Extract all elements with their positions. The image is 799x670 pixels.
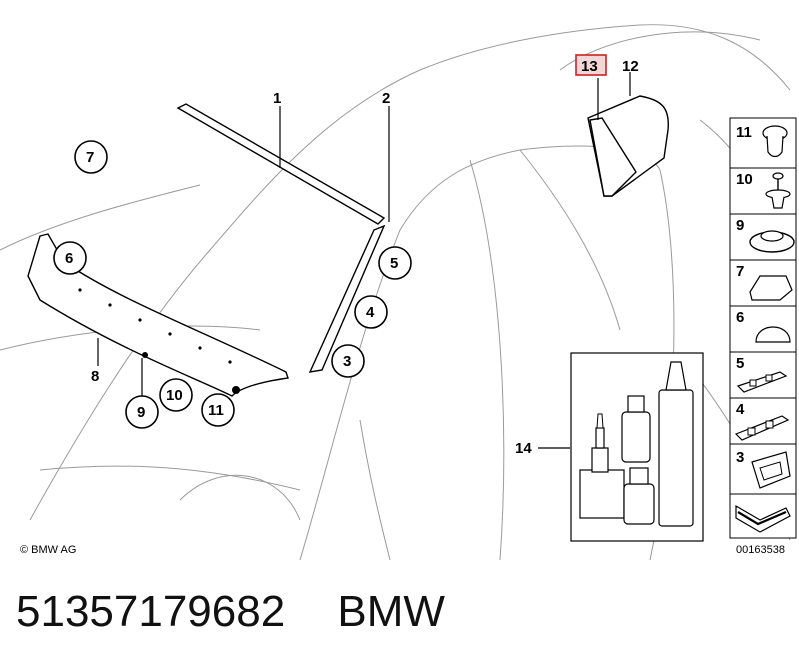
cowl-holes [78,288,240,394]
callout-2: 2 [382,90,390,107]
adhesive-cartridge [658,361,694,527]
parts-diagram: 1 2 13 12 8 14 7 6 5 4 3 10 9 11 [0,24,797,560]
highlight-box [575,54,607,76]
sidebar-label-6: 5 [736,355,744,372]
sidebar-label-2: 10 [736,171,753,188]
image-code: 00163538 [736,544,785,556]
clip-strip-icon [736,371,788,393]
callout-7: 7 [86,149,94,166]
car-body-outline [0,24,791,560]
sidebar-label-5: 6 [736,309,744,326]
sidebar-label-3: 9 [736,217,744,234]
callout-10: 10 [166,387,183,404]
primer-applicator [579,413,625,519]
primer-bottle-1 [621,395,651,463]
circled-callouts: 7 6 5 4 3 10 9 11 [53,140,412,429]
quarter-window-seal [589,117,637,197]
copyright-notice: © BMW AG [20,544,76,556]
a-pillar-trim [308,224,386,373]
callout-8: 8 [91,368,99,385]
callout-5: 5 [390,255,398,272]
direction-arrow-icon [735,504,791,533]
callout-14: 14 [515,440,532,457]
callout-labels: 1 2 13 12 8 14 [91,54,639,457]
callout-1: 1 [273,90,281,107]
clip-strip-icon [734,415,790,441]
callout-11: 11 [208,402,224,419]
sidebar-label-7: 4 [736,401,745,418]
dome-cap-icon [755,326,791,343]
sidebar-label-4: 7 [736,263,744,280]
brand-name: BMW [337,587,445,636]
push-rivet-icon [762,125,788,158]
cowl-panel [27,233,289,397]
sidebar-label-8: 3 [736,449,744,466]
callout-6: 6 [65,250,73,267]
adhesive-kit-box [570,352,704,542]
buffer-block-icon [749,275,793,301]
windshield-seal [176,103,386,225]
sidebar-label-1: 11 [736,124,752,141]
bracket-clip-icon [751,451,791,489]
primer-bottle-2 [623,467,655,525]
callout-4: 4 [366,304,375,321]
part-number: 51357179682 [16,587,286,636]
callout-3: 3 [343,353,351,370]
grommet-icon [749,230,795,253]
callout-12: 12 [622,58,639,75]
part-caption: 51357179682 BMW [16,586,485,638]
clip-screw-icon [765,172,791,209]
callout-9: 9 [137,404,145,421]
callout-13: 13 [581,58,598,75]
small-parts-sidebar: 11 10 9 7 6 5 4 3 [729,117,797,539]
